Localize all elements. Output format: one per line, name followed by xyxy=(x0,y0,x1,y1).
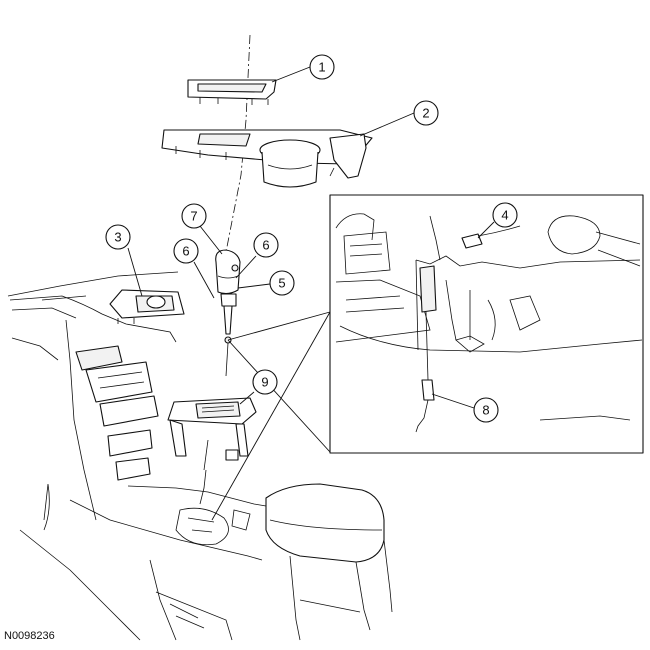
callout-7-label: 7 xyxy=(190,209,197,224)
callout-3-label: 3 xyxy=(114,230,121,245)
part-5-shift-lever-retainer xyxy=(220,293,237,377)
callout-7: 7 xyxy=(181,203,207,229)
callout-6-right: 6 xyxy=(253,232,279,258)
leader-lines xyxy=(127,66,495,521)
part-2-console-top-panel xyxy=(161,129,373,188)
figure-id: N0098236 xyxy=(4,630,55,642)
callout-6-right-label: 6 xyxy=(262,238,269,253)
callout-8-label: 8 xyxy=(482,403,489,418)
part-1-bezel-trim xyxy=(187,79,277,105)
assembly-axis-line xyxy=(225,34,251,253)
callout-6-left-label: 6 xyxy=(182,244,189,259)
part-7-gearshift-knob xyxy=(215,249,241,295)
callout-1: 1 xyxy=(309,54,335,80)
callout-9: 9 xyxy=(252,369,278,395)
callout-2: 2 xyxy=(413,100,439,126)
callout-4-label: 4 xyxy=(501,208,508,223)
callout-8: 8 xyxy=(473,397,499,423)
part-9-selector-bezel xyxy=(167,397,257,461)
callout-4: 4 xyxy=(492,202,518,228)
callout-2-label: 2 xyxy=(422,106,429,121)
callout-1-label: 1 xyxy=(318,60,325,75)
callout-6-left: 6 xyxy=(173,238,199,264)
callout-5: 5 xyxy=(269,270,295,296)
callout-5-label: 5 xyxy=(278,276,285,291)
vehicle-interior-line-art xyxy=(7,271,393,641)
callout-9-label: 9 xyxy=(261,375,268,390)
callout-3: 3 xyxy=(105,224,131,250)
part-3-trim-panel xyxy=(109,289,185,324)
